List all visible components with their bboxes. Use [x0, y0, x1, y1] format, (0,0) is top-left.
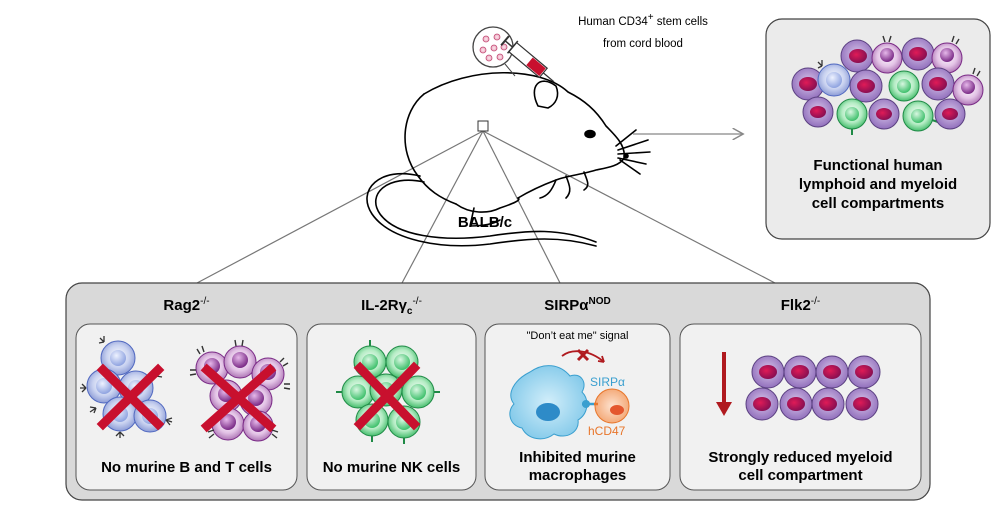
human-cell-hcd47 — [594, 388, 630, 424]
caption-flk2-line2: cell compartment — [738, 467, 863, 484]
caption-sirpa-line2: macrophages — [528, 467, 627, 484]
connector-lines — [196, 130, 776, 284]
syringe-icon — [472, 26, 555, 83]
down-arrow-icon — [716, 352, 732, 416]
sampling-marker — [477, 120, 489, 132]
signal-label: "Don’t eat me" signal — [526, 330, 629, 342]
caption-sirpa-line1: Inhibited murine — [519, 449, 636, 466]
caption-flk2-line1: Strongly reduced myeloid — [708, 449, 893, 466]
result-line1: Functional human — [813, 157, 943, 174]
sirpa-receptor-label: SIRPα — [590, 375, 625, 389]
mouse-strain-label: BALB/c — [457, 214, 513, 231]
cross-t-cells — [200, 363, 277, 433]
result-line2: lymphoid and myeloid — [798, 176, 958, 193]
mouse-illustration — [366, 72, 651, 247]
caption-il2rg: No murine NK cells — [322, 459, 461, 476]
injection-label-line1: Human CD34+ stem cells — [578, 12, 708, 28]
result-line3: cell compartments — [811, 195, 945, 212]
cross-b-cells — [96, 363, 165, 431]
result-cell-cluster — [791, 35, 984, 135]
cross-nk-cells — [353, 361, 421, 431]
header-sirpa: SIRPαNOD — [544, 296, 611, 314]
macrophage-illustration — [509, 365, 596, 440]
header-il2rg: IL-2Rγc-/- — [361, 296, 422, 317]
inhibition-signal-icon — [561, 348, 605, 363]
caption-rag2: No murine B and T cells — [101, 459, 272, 476]
injection-label-line2: from cord blood — [603, 38, 683, 50]
header-flk2: Flk2-/- — [780, 296, 821, 314]
hcd47-label: hCD47 — [588, 424, 626, 438]
myeloid-cell-group — [745, 355, 881, 421]
header-rag2: Rag2-/- — [163, 296, 210, 314]
